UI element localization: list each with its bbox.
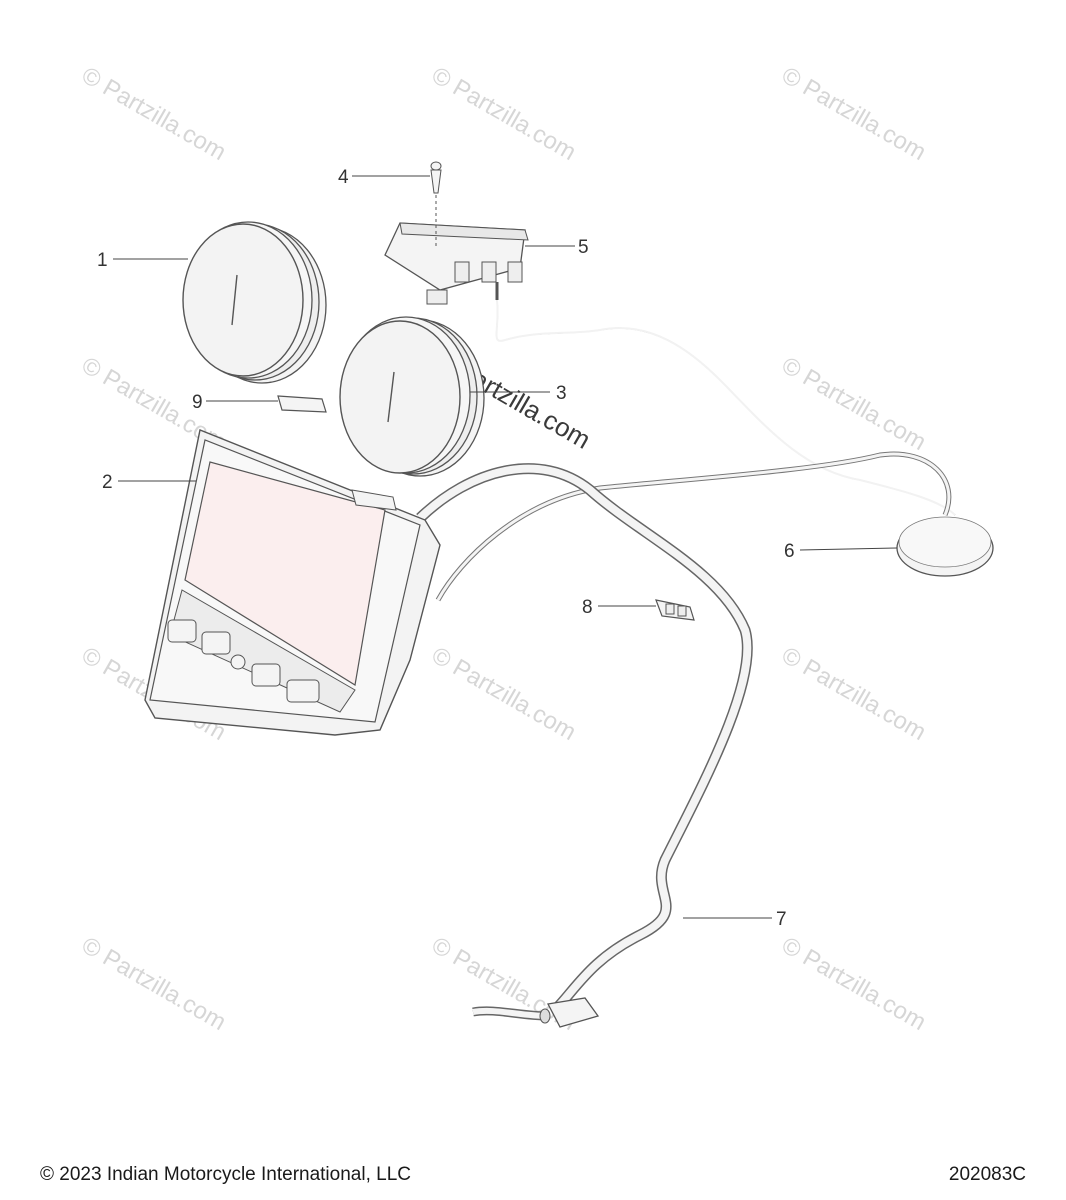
connector-7-end xyxy=(539,997,600,1028)
display-2 xyxy=(144,429,441,736)
cables xyxy=(416,299,956,1021)
leaders xyxy=(113,175,898,919)
module-5 xyxy=(384,222,529,305)
watermark: © Partzilla.com xyxy=(777,932,931,1036)
watermark: © Partzilla.com xyxy=(77,932,231,1036)
callout-3: 3 xyxy=(556,383,567,404)
gauge-3 xyxy=(339,316,485,477)
watermark: © Partzilla.com xyxy=(777,62,931,166)
watermark: © Partzilla.com xyxy=(427,642,581,746)
watermark: © Partzilla.com xyxy=(427,62,581,166)
callout-4: 4 xyxy=(338,167,349,188)
callout-1: 1 xyxy=(97,250,108,271)
callouts: 1 2 3 4 5 6 7 8 9 xyxy=(97,167,795,930)
copyright-notice: © 2023 Indian Motorcycle International, … xyxy=(40,1164,411,1185)
screw-4 xyxy=(430,161,442,248)
watermark: © Partzilla.com xyxy=(777,352,931,456)
callout-2: 2 xyxy=(102,472,113,493)
watermark: © Partzilla.com xyxy=(777,642,931,746)
callout-6: 6 xyxy=(784,541,795,562)
connector-8 xyxy=(655,599,695,621)
callout-9: 9 xyxy=(192,392,203,413)
watermark: © Partzilla.com xyxy=(77,62,231,166)
gauge-1 xyxy=(182,221,327,384)
antenna-6 xyxy=(896,516,994,577)
clip-9 xyxy=(277,395,327,413)
drawing-number: 202083C xyxy=(948,1164,1026,1185)
callout-5: 5 xyxy=(578,237,589,258)
callout-7: 7 xyxy=(776,909,787,930)
callout-8: 8 xyxy=(582,597,593,618)
